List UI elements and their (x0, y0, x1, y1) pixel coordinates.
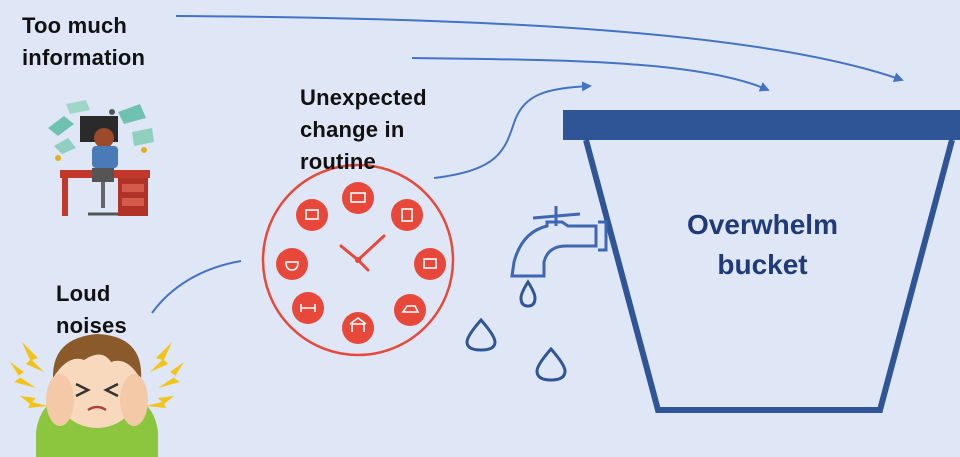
drop-2 (467, 320, 495, 350)
label-line: Loud (56, 278, 156, 310)
label-line: noises (56, 310, 156, 342)
drop-1 (521, 282, 535, 306)
bucket-label-line: Overwhelm (650, 205, 875, 245)
label-unexpected-change-in-routine: Unexpected change in routine (300, 82, 470, 178)
label-line: Unexpected (300, 82, 470, 114)
drop-3 (537, 349, 565, 380)
child-covering-ears-icon (10, 334, 184, 457)
water-drops (467, 282, 565, 380)
label-line: Too much (22, 10, 192, 42)
stressed-person-at-desk-icon (48, 100, 154, 216)
label-line: change in (300, 114, 470, 146)
water-tap-icon (512, 206, 606, 276)
bucket-label: Overwhelm bucket (650, 205, 875, 285)
bucket-rim (563, 110, 960, 140)
label-loud-noises: Loud noises (56, 278, 156, 342)
bucket-label-line: bucket (650, 245, 875, 285)
connector-noise-to-clock (152, 261, 241, 313)
routine-clock-icon (263, 165, 453, 355)
label-line: information (22, 42, 192, 74)
arrow-information-to-bucket (176, 16, 902, 80)
label-line: routine (300, 146, 470, 178)
label-too-much-information: Too much information (22, 10, 192, 74)
